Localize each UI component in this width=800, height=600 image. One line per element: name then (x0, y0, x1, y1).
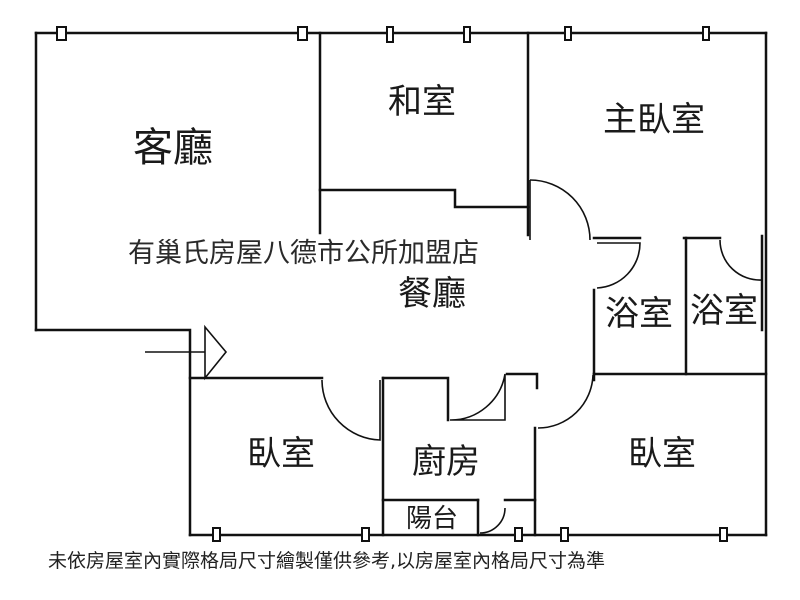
room-label-balcony: 陽台 (406, 504, 459, 534)
bedroom1-door-swing (321, 379, 381, 441)
window-mark (702, 26, 710, 41)
room-label-japanese: 和室 (388, 82, 456, 122)
entry-arrow-head (204, 324, 228, 381)
disclaimer-text: 未依房屋室內實際格局尺寸繪製僅供參考,以房屋室內格局尺寸為準 (48, 550, 606, 572)
room-label-living: 客廳 (133, 125, 213, 171)
bath2-door-swing (719, 239, 763, 281)
room-label-kitchen: 廚房 (412, 442, 480, 482)
agent-watermark: 有巢氏房屋八德市公所加盟店 (128, 238, 479, 269)
window-mark (564, 26, 572, 41)
window-mark (386, 26, 394, 43)
room-label-bath1: 浴室 (605, 294, 673, 334)
window-mark (212, 527, 221, 542)
room-label-bath2: 浴室 (690, 291, 758, 331)
kitchen-top-wall (381, 376, 450, 422)
window-mark (719, 527, 728, 542)
room-label-bedroom1: 臥室 (247, 434, 315, 474)
kitchen-door-swing (449, 373, 506, 421)
window-mark (56, 26, 67, 41)
balcony-door-swing (479, 507, 506, 534)
room-label-dining: 餐廳 (398, 274, 466, 314)
bedroom2-door-swing (537, 374, 594, 429)
window-mark (514, 527, 523, 542)
room-label-bedroom2: 臥室 (628, 434, 696, 474)
window-mark (361, 527, 370, 542)
bath1-door-swing (596, 242, 641, 289)
outer-wall-west-step (34, 328, 192, 537)
window-mark (560, 527, 569, 542)
japanese-room-bottom-wall (318, 188, 530, 209)
window-mark (463, 26, 471, 43)
window-mark (297, 26, 308, 41)
room-label-master: 主臥室 (603, 100, 705, 140)
kitchen-right-wall-top (505, 372, 539, 390)
master-door-swing (529, 179, 591, 241)
